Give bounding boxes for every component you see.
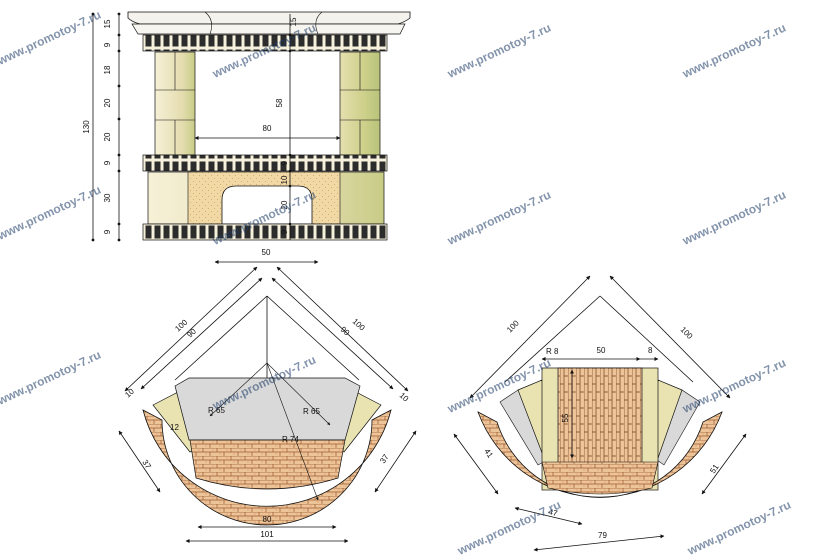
dim-v-5: 20 xyxy=(103,132,112,141)
dim-inner-left: 90 xyxy=(185,326,198,339)
dim-small-top: R 8 xyxy=(546,347,559,356)
dim-opening-height: 58 xyxy=(275,98,284,107)
dim-r65-right: R 65 xyxy=(303,407,320,416)
watermark: www.promotoy-7.ru xyxy=(684,498,793,559)
dim-outer-right: 100 xyxy=(351,317,367,333)
dim-v-3: 18 xyxy=(103,65,112,74)
dim-edge-left: 10 xyxy=(123,386,136,399)
cornice xyxy=(127,11,411,25)
top-brick-band xyxy=(142,34,388,52)
dim-bottom-outer: 101 xyxy=(260,530,274,539)
plan-right: 50 8 R 8 55 100 100 41 51 47 79 xyxy=(453,275,747,552)
dim-v-7: 30 xyxy=(103,193,112,202)
dim-r65-left: R 65 xyxy=(208,406,225,415)
dim-inner-4: 9 xyxy=(280,229,289,234)
dim-right-side-left: 41 xyxy=(482,447,495,460)
front-elevation: 15 9 18 20 20 9 30 9 130 15 58 9 10 20 9… xyxy=(82,11,411,264)
bottom-brick-band xyxy=(142,223,388,241)
watermark: www.promotoy-7.ru xyxy=(0,183,103,244)
plan-left: R 65 R 65 R 74 12 100 90 100 90 10 10 37… xyxy=(118,266,417,543)
watermark: www.promotoy-7.ru xyxy=(0,8,103,69)
dim-total-height: 130 xyxy=(82,120,91,134)
dim-right-outer-right: 100 xyxy=(679,325,695,341)
dim-wall: 12 xyxy=(170,423,179,432)
watermark: www.promotoy-7.ru xyxy=(679,21,788,82)
dim-r74: R 74 xyxy=(282,435,299,444)
watermark: www.promotoy-7.ru xyxy=(679,356,788,417)
dim-inner-2: 10 xyxy=(280,175,289,184)
dim-base-width: 50 xyxy=(262,248,271,257)
watermark: www.promotoy-7.ru xyxy=(444,188,553,249)
dim-bottom-inner: 80 xyxy=(263,515,272,524)
watermark: www.promotoy-7.ru xyxy=(0,348,103,409)
watermark: www.promotoy-7.ru xyxy=(444,21,553,82)
watermark: www.promotoy-7.ru xyxy=(454,498,563,559)
dim-top-width: 50 xyxy=(597,346,606,355)
dim-opening-width: 80 xyxy=(263,124,272,133)
dim-v-4: 20 xyxy=(103,98,112,107)
dim-right-bottom-outer: 79 xyxy=(598,531,607,540)
left-plan-brick-arc xyxy=(142,409,392,526)
watermark: www.promotoy-7.ru xyxy=(679,188,788,249)
dim-v-8: 9 xyxy=(103,229,112,234)
dim-edge-right: 10 xyxy=(398,391,411,404)
dim-side-right: 37 xyxy=(378,452,391,465)
middle-brick-band xyxy=(142,154,388,172)
dim-v-2: 9 xyxy=(103,42,112,47)
dim-column-height: 55 xyxy=(561,413,570,422)
dim-right-bottom-inner: 47 xyxy=(548,507,559,518)
dim-v-1: 15 xyxy=(103,19,112,28)
dim-inner-3: 20 xyxy=(280,200,289,209)
dim-right-side-right: 51 xyxy=(708,462,721,475)
dim-side-left: 37 xyxy=(140,458,153,471)
firebox-opening xyxy=(221,185,313,225)
dim-right-outer-left: 100 xyxy=(505,318,521,334)
dim-top: 15 xyxy=(289,17,298,26)
dim-top-edge: 8 xyxy=(648,346,653,355)
dim-inner-1: 9 xyxy=(280,160,289,165)
dim-v-6: 9 xyxy=(103,160,112,165)
